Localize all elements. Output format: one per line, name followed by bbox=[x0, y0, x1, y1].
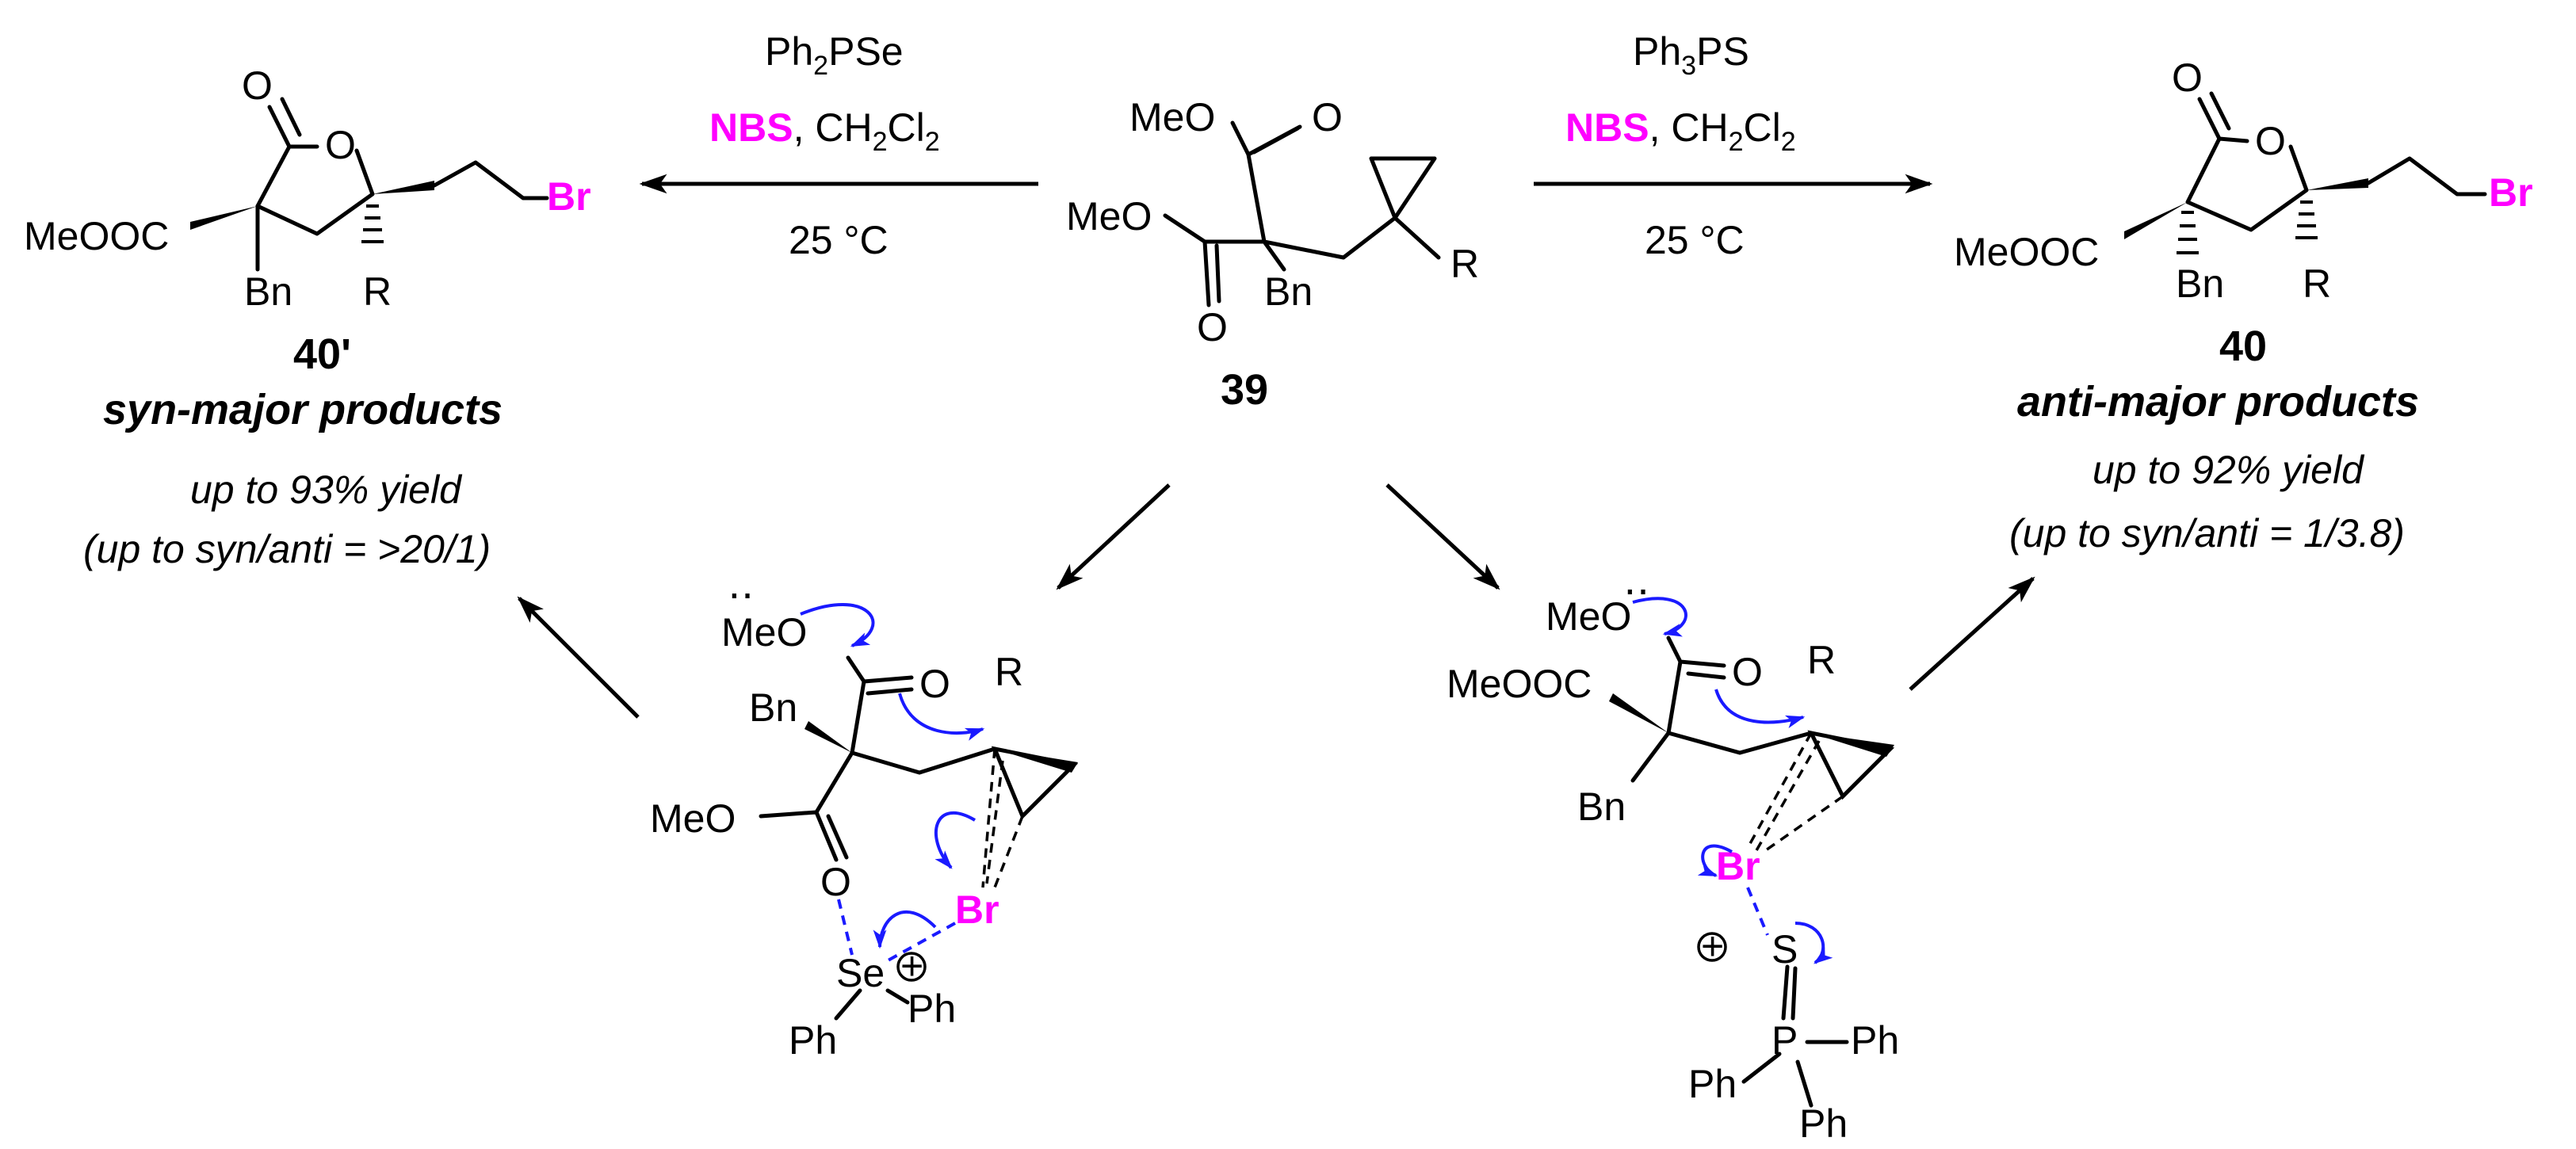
svg-text:+: + bbox=[1701, 924, 1724, 968]
intermediate-right: ‥ MeO MeOOC O R Bn Br S P Ph Ph Ph + bbox=[1447, 559, 1899, 1146]
svg-text:Br: Br bbox=[1716, 844, 1760, 888]
svg-text:O: O bbox=[1732, 650, 1763, 694]
temperature-right: 25 °C bbox=[1645, 218, 1745, 262]
arrow-intermediate-to-left-product bbox=[517, 596, 640, 719]
svg-text:Bn: Bn bbox=[1264, 269, 1313, 314]
svg-text:R: R bbox=[2303, 261, 2331, 306]
svg-text:O: O bbox=[242, 63, 273, 108]
svg-text:Br: Br bbox=[547, 174, 591, 219]
svg-text:Se: Se bbox=[836, 951, 885, 995]
svg-text:MeOOC: MeOOC bbox=[1447, 662, 1592, 706]
svg-text:MeOOC: MeOOC bbox=[24, 214, 169, 258]
svg-text:MeO: MeO bbox=[721, 610, 807, 655]
conditions-left-line: NBS, CH2Cl2 bbox=[709, 105, 940, 157]
reagent-ph3ps: Ph3PS bbox=[1633, 29, 1749, 81]
arrow-to-right-intermediate bbox=[1385, 483, 1500, 590]
svg-text:O: O bbox=[1197, 305, 1228, 349]
svg-text:O: O bbox=[2255, 119, 2286, 163]
svg-text:O: O bbox=[820, 860, 851, 904]
svg-text:R: R bbox=[1450, 242, 1479, 286]
svg-text:‥: ‥ bbox=[728, 563, 754, 607]
svg-text:R: R bbox=[363, 269, 392, 314]
svg-text:Ph: Ph bbox=[1799, 1101, 1848, 1146]
svg-text:O: O bbox=[2172, 55, 2203, 100]
svg-text:MeO: MeO bbox=[1129, 95, 1215, 139]
svg-text:Bn: Bn bbox=[2176, 261, 2224, 306]
hash-bond bbox=[361, 204, 384, 243]
reaction-arrows bbox=[517, 174, 2035, 719]
svg-text:Br: Br bbox=[955, 888, 999, 932]
svg-text:S: S bbox=[1771, 927, 1798, 971]
conditions-right: Ph3PS NBS, CH2Cl2 25 °C bbox=[1565, 29, 1796, 262]
svg-text:Bn: Bn bbox=[244, 269, 292, 314]
svg-text:Ph: Ph bbox=[789, 1018, 837, 1063]
svg-text:MeOOC: MeOOC bbox=[1954, 230, 2099, 274]
svg-text:O: O bbox=[325, 123, 356, 167]
compound-label-40-prime: 40' bbox=[293, 330, 351, 378]
svg-text:Ph: Ph bbox=[1688, 1062, 1737, 1106]
svg-text:MeO: MeO bbox=[650, 796, 736, 841]
substrate-39: MeO O MeO O Bn R 39 bbox=[1066, 95, 1479, 414]
svg-text:Bn: Bn bbox=[1577, 784, 1626, 829]
ratio-right: (up to syn/anti = 1/3.8) bbox=[2009, 511, 2405, 555]
svg-text:O: O bbox=[919, 662, 950, 706]
svg-text:MeO: MeO bbox=[1066, 194, 1152, 239]
conditions-left: Ph2PSe NBS, CH2Cl2 25 °C bbox=[709, 29, 940, 262]
temperature-left: 25 °C bbox=[789, 218, 889, 262]
svg-text:Ph: Ph bbox=[908, 987, 956, 1031]
ratio-left: (up to syn/anti = >20/1) bbox=[83, 527, 491, 571]
svg-text:R: R bbox=[995, 650, 1023, 694]
svg-text:‥: ‥ bbox=[1623, 559, 1649, 603]
arrow-to-left-intermediate bbox=[1056, 483, 1171, 590]
intermediate-left: ‥ MeO O R Bn MeO O Br Se Ph Ph + bbox=[650, 563, 1079, 1063]
compound-label-39: 39 bbox=[1221, 366, 1268, 414]
hash-bond-bn bbox=[2177, 211, 2199, 254]
yield-left: up to 93% yield bbox=[190, 468, 463, 512]
compound-label-40: 40 bbox=[2219, 323, 2267, 370]
yield-right: up to 92% yield bbox=[2093, 448, 2365, 492]
svg-text:Br: Br bbox=[2489, 170, 2533, 215]
product-40: O O MeOOC Bn R Br 40 anti-major products… bbox=[1954, 55, 2533, 555]
anti-major-title: anti-major products bbox=[2017, 378, 2419, 426]
svg-text:R: R bbox=[1807, 638, 1836, 682]
conditions-right-line: NBS, CH2Cl2 bbox=[1565, 105, 1796, 157]
arrow-intermediate-to-right-product bbox=[1909, 576, 2035, 691]
svg-text:O: O bbox=[1312, 95, 1343, 139]
syn-major-title: syn-major products bbox=[103, 386, 503, 433]
product-40-prime: O O MeOOC Bn R Br 40' syn-major products… bbox=[24, 63, 591, 571]
svg-text:Ph: Ph bbox=[1851, 1018, 1899, 1063]
svg-text:Bn: Bn bbox=[749, 685, 797, 730]
hash-bond-r bbox=[2295, 200, 2318, 239]
svg-text:MeO: MeO bbox=[1546, 594, 1631, 639]
reagent-ph2pse: Ph2PSe bbox=[765, 29, 904, 81]
